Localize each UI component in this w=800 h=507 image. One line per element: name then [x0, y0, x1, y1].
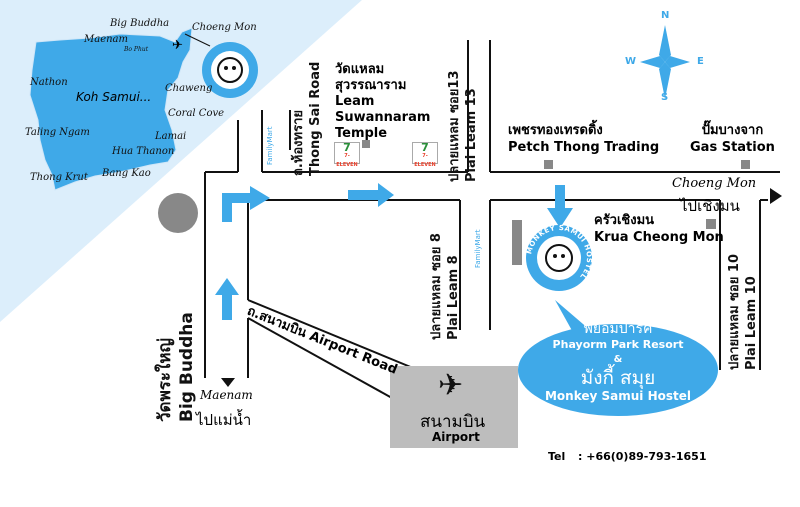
place-nathon: Nathon: [30, 77, 68, 88]
hostel-bubble: พยอมปาร์ค Phayorm Park Resort & มังกี้ ส…: [544, 321, 692, 404]
place-hua-thanon: Hua Thanon: [112, 146, 175, 157]
airport-label-th: สนามบิน: [420, 412, 486, 432]
place-coral-cove: Coral Cove: [168, 108, 225, 119]
place-choeng-mon: Choeng Mon: [192, 22, 257, 33]
maenam-direction-th: ไปแม่น้ำ: [196, 411, 252, 429]
place-bang-kao: Bang Kao: [102, 168, 151, 179]
direction-arrows: [215, 183, 573, 320]
choeng-mon-direction: Choeng Mon: [672, 176, 757, 191]
place-taling-ngam: Taling Ngam: [25, 127, 90, 138]
compass-e: E: [697, 56, 704, 67]
tel-label: Tel: [548, 450, 566, 463]
big-buddha-label: วัดพระใหญ่Big Buddha: [155, 312, 197, 422]
compass-w: W: [625, 56, 637, 67]
choeng-mon-direction-th: ไปเชิงมน: [680, 197, 740, 215]
familymart-label-2: FamilyMart: [474, 229, 482, 268]
logo-icon-top: [202, 42, 258, 98]
seven-eleven-text-2: 7-ELEVEN: [414, 153, 436, 168]
big-buddha-marker: [158, 193, 198, 233]
roads: [204, 40, 780, 399]
airport-box: [390, 366, 518, 448]
logo-icon-main: MONKEY SAMUI HOSTEL: [525, 224, 593, 291]
place-bo-phut: Bo Phut: [124, 46, 149, 53]
compass-s: S: [661, 92, 669, 103]
airport-plane-icon: ✈: [172, 38, 183, 53]
place-lamai: Lamai: [155, 131, 187, 142]
place-thong-krut: Thong Krut: [30, 172, 88, 183]
place-chaweng: Chaweng: [165, 83, 213, 94]
compass-n: N: [661, 10, 670, 21]
familymart-label-1: FamilyMart: [266, 126, 274, 165]
bubble: [518, 324, 718, 416]
place-big-buddha: Big Buddha: [110, 18, 170, 29]
maenam-direction: Maenam: [200, 388, 253, 402]
koh-samui-island: [29, 27, 193, 191]
bubble-tail: [555, 300, 590, 336]
seven-eleven-text: 7-ELEVEN: [336, 153, 358, 168]
airplane-icon: ✈: [438, 368, 464, 403]
tel-value[interactable]: : +66(0)89-793-1651: [578, 450, 707, 463]
island-title: Koh Samui...: [76, 90, 152, 104]
south-direction-triangle: [221, 378, 235, 387]
airport-label-en: Airport: [432, 430, 480, 444]
compass-icon: [640, 25, 690, 99]
east-direction-triangle: [770, 188, 782, 204]
place-maenam: Maenam: [84, 34, 129, 45]
